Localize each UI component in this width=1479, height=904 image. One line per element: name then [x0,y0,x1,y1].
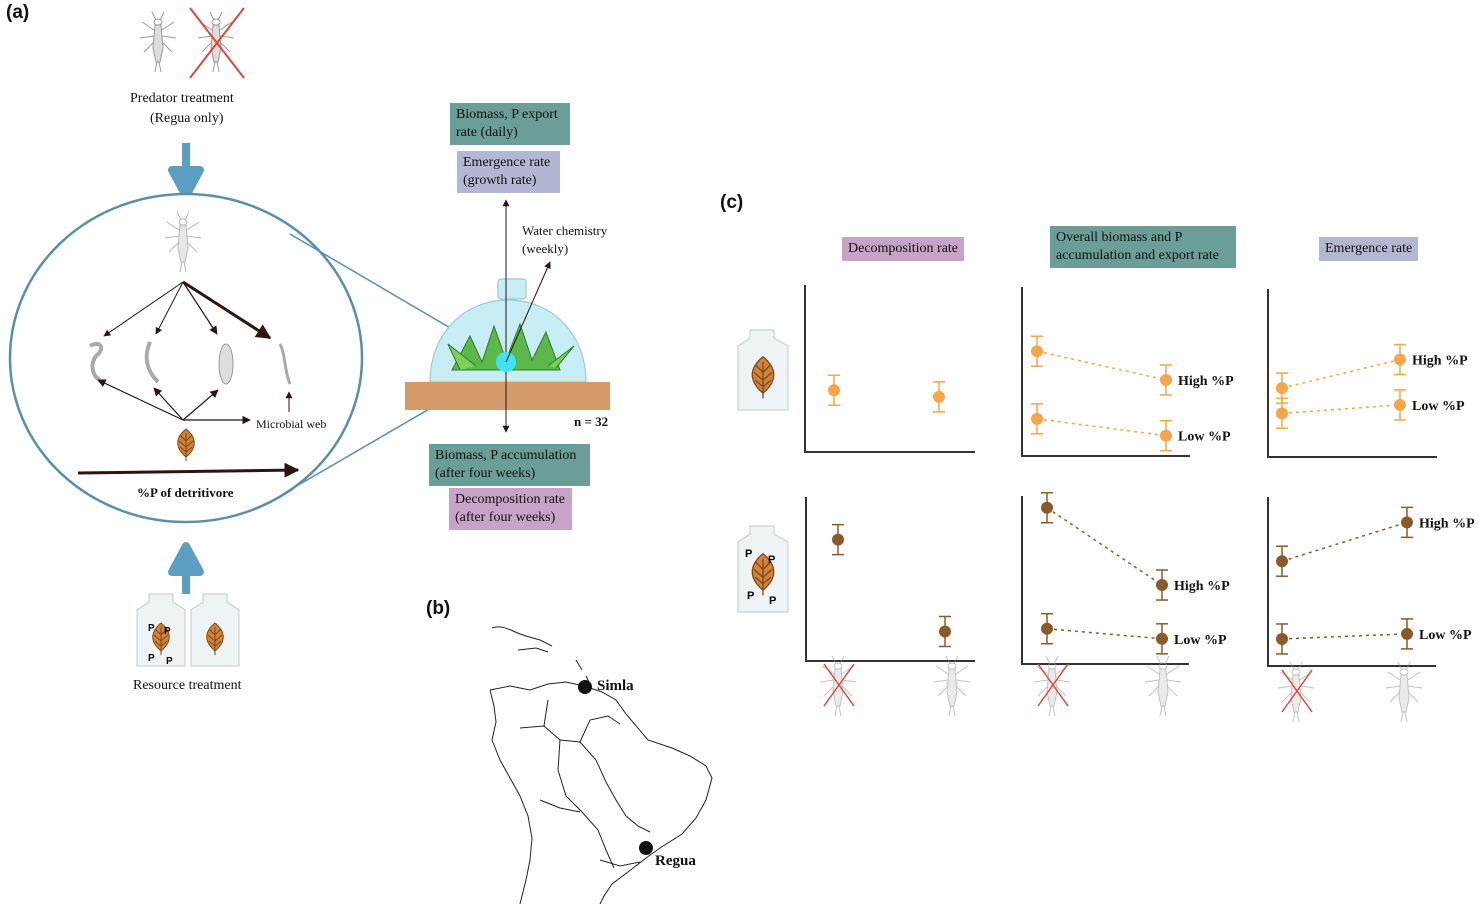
data-point [1276,632,1288,645]
series-label: Low %P [1178,430,1231,445]
chart-axes [1021,496,1189,665]
water-chemistry-label: Water chemistry (weekly) [522,223,608,256]
data-point [1394,353,1406,366]
series-label: High %P [1174,579,1230,594]
p-mark: P [747,590,754,602]
data-point [1031,412,1043,425]
series-line [1281,633,1408,640]
data-point [1401,627,1413,640]
series-label: Low %P [1174,633,1227,648]
results-charts: High %P Low %P High %P Low %P High %P Low %P H… [804,285,1475,667]
predation-arrows [103,280,272,340]
data-point [939,625,951,638]
site-label-regua: Regua [655,853,696,869]
series-label: High %P [1178,374,1234,389]
chart-axes [805,497,975,662]
data-point [832,533,844,546]
panel-label-b: (b) [426,598,451,619]
detritivore-icons [88,341,292,385]
sample-size-label: n = 32 [574,414,609,429]
data-point [1041,501,1053,514]
panel-label-c: (c) [720,192,744,213]
series-line [1036,350,1167,381]
p-mark: P [164,626,171,637]
panel-label-a: (a) [6,2,30,23]
series-label: Low %P [1412,399,1465,414]
p-mark: P [745,548,752,560]
microbial-web-label: Microbial web [256,417,327,431]
down-arrow-icon [168,143,204,200]
p-mark: P [769,595,776,607]
data-point [1041,622,1053,635]
data-point [1401,516,1413,529]
data-point [1276,555,1288,568]
decomposition-box: Decomposition rate (after four weeks) [449,488,572,530]
data-point [1276,407,1288,420]
detritivore-p-label: %P of detritivore [137,485,234,500]
data-point [1394,398,1406,411]
series-line [1046,627,1163,640]
resource-treatment-label: Resource treatment [133,678,242,693]
series-label: High %P [1419,516,1475,531]
series-line [1046,507,1163,586]
low-p-bottle [737,329,789,411]
data-point [933,390,945,403]
data-point [1031,345,1043,358]
high-p-bottle [737,525,789,613]
chart-axes [804,285,975,453]
data-point [828,384,840,397]
mesocosm [405,278,610,410]
decomposition-header: Decomposition rate [842,237,965,261]
p-mark: P [768,554,775,566]
p-mark: P [166,656,173,667]
series-line [1281,358,1401,389]
sampling-arrows [502,199,551,433]
site-marker-simla [578,680,592,694]
predator-treatment-sublabel: (Regua only) [150,111,224,126]
data-point [1156,632,1168,645]
series-line [1281,521,1408,562]
resource-arrows [97,379,293,425]
chart-axes [1267,289,1437,458]
detritivore-p-arrow [77,462,300,478]
series-line [1281,404,1401,415]
series-label: High %P [1412,354,1468,369]
food-web-circle [8,192,364,524]
site-marker-regua [639,841,653,855]
data-point [1160,373,1172,386]
south-america-map [489,626,713,904]
series-line [1036,418,1167,437]
predator-treatment-label: Predator treatment [130,91,234,106]
p-mark: P [148,653,155,664]
up-arrow-icon [168,542,204,594]
data-point [1156,579,1168,592]
data-point [1276,382,1288,395]
chart-axes [1021,287,1190,457]
cross-out-icon [189,7,245,79]
emergence-box: Emergence rate (growth rate) [457,151,560,193]
site-label-simla: Simla [597,678,634,694]
biomass-export-box: Biomass, P export rate (daily) [450,103,570,145]
p-mark: P [148,623,155,634]
overall-header: Overall biomass and P accumulation and e… [1050,226,1236,268]
biomass-accumulation-box: Biomass, P accumulation (after four week… [429,444,590,486]
data-point [1160,429,1172,442]
chart-axes [1267,497,1436,667]
predator-insects [139,7,245,79]
emergence-header: Emergence rate [1319,237,1419,261]
series-label: Low %P [1419,628,1472,643]
x-axis-predator-icons [819,655,1423,723]
